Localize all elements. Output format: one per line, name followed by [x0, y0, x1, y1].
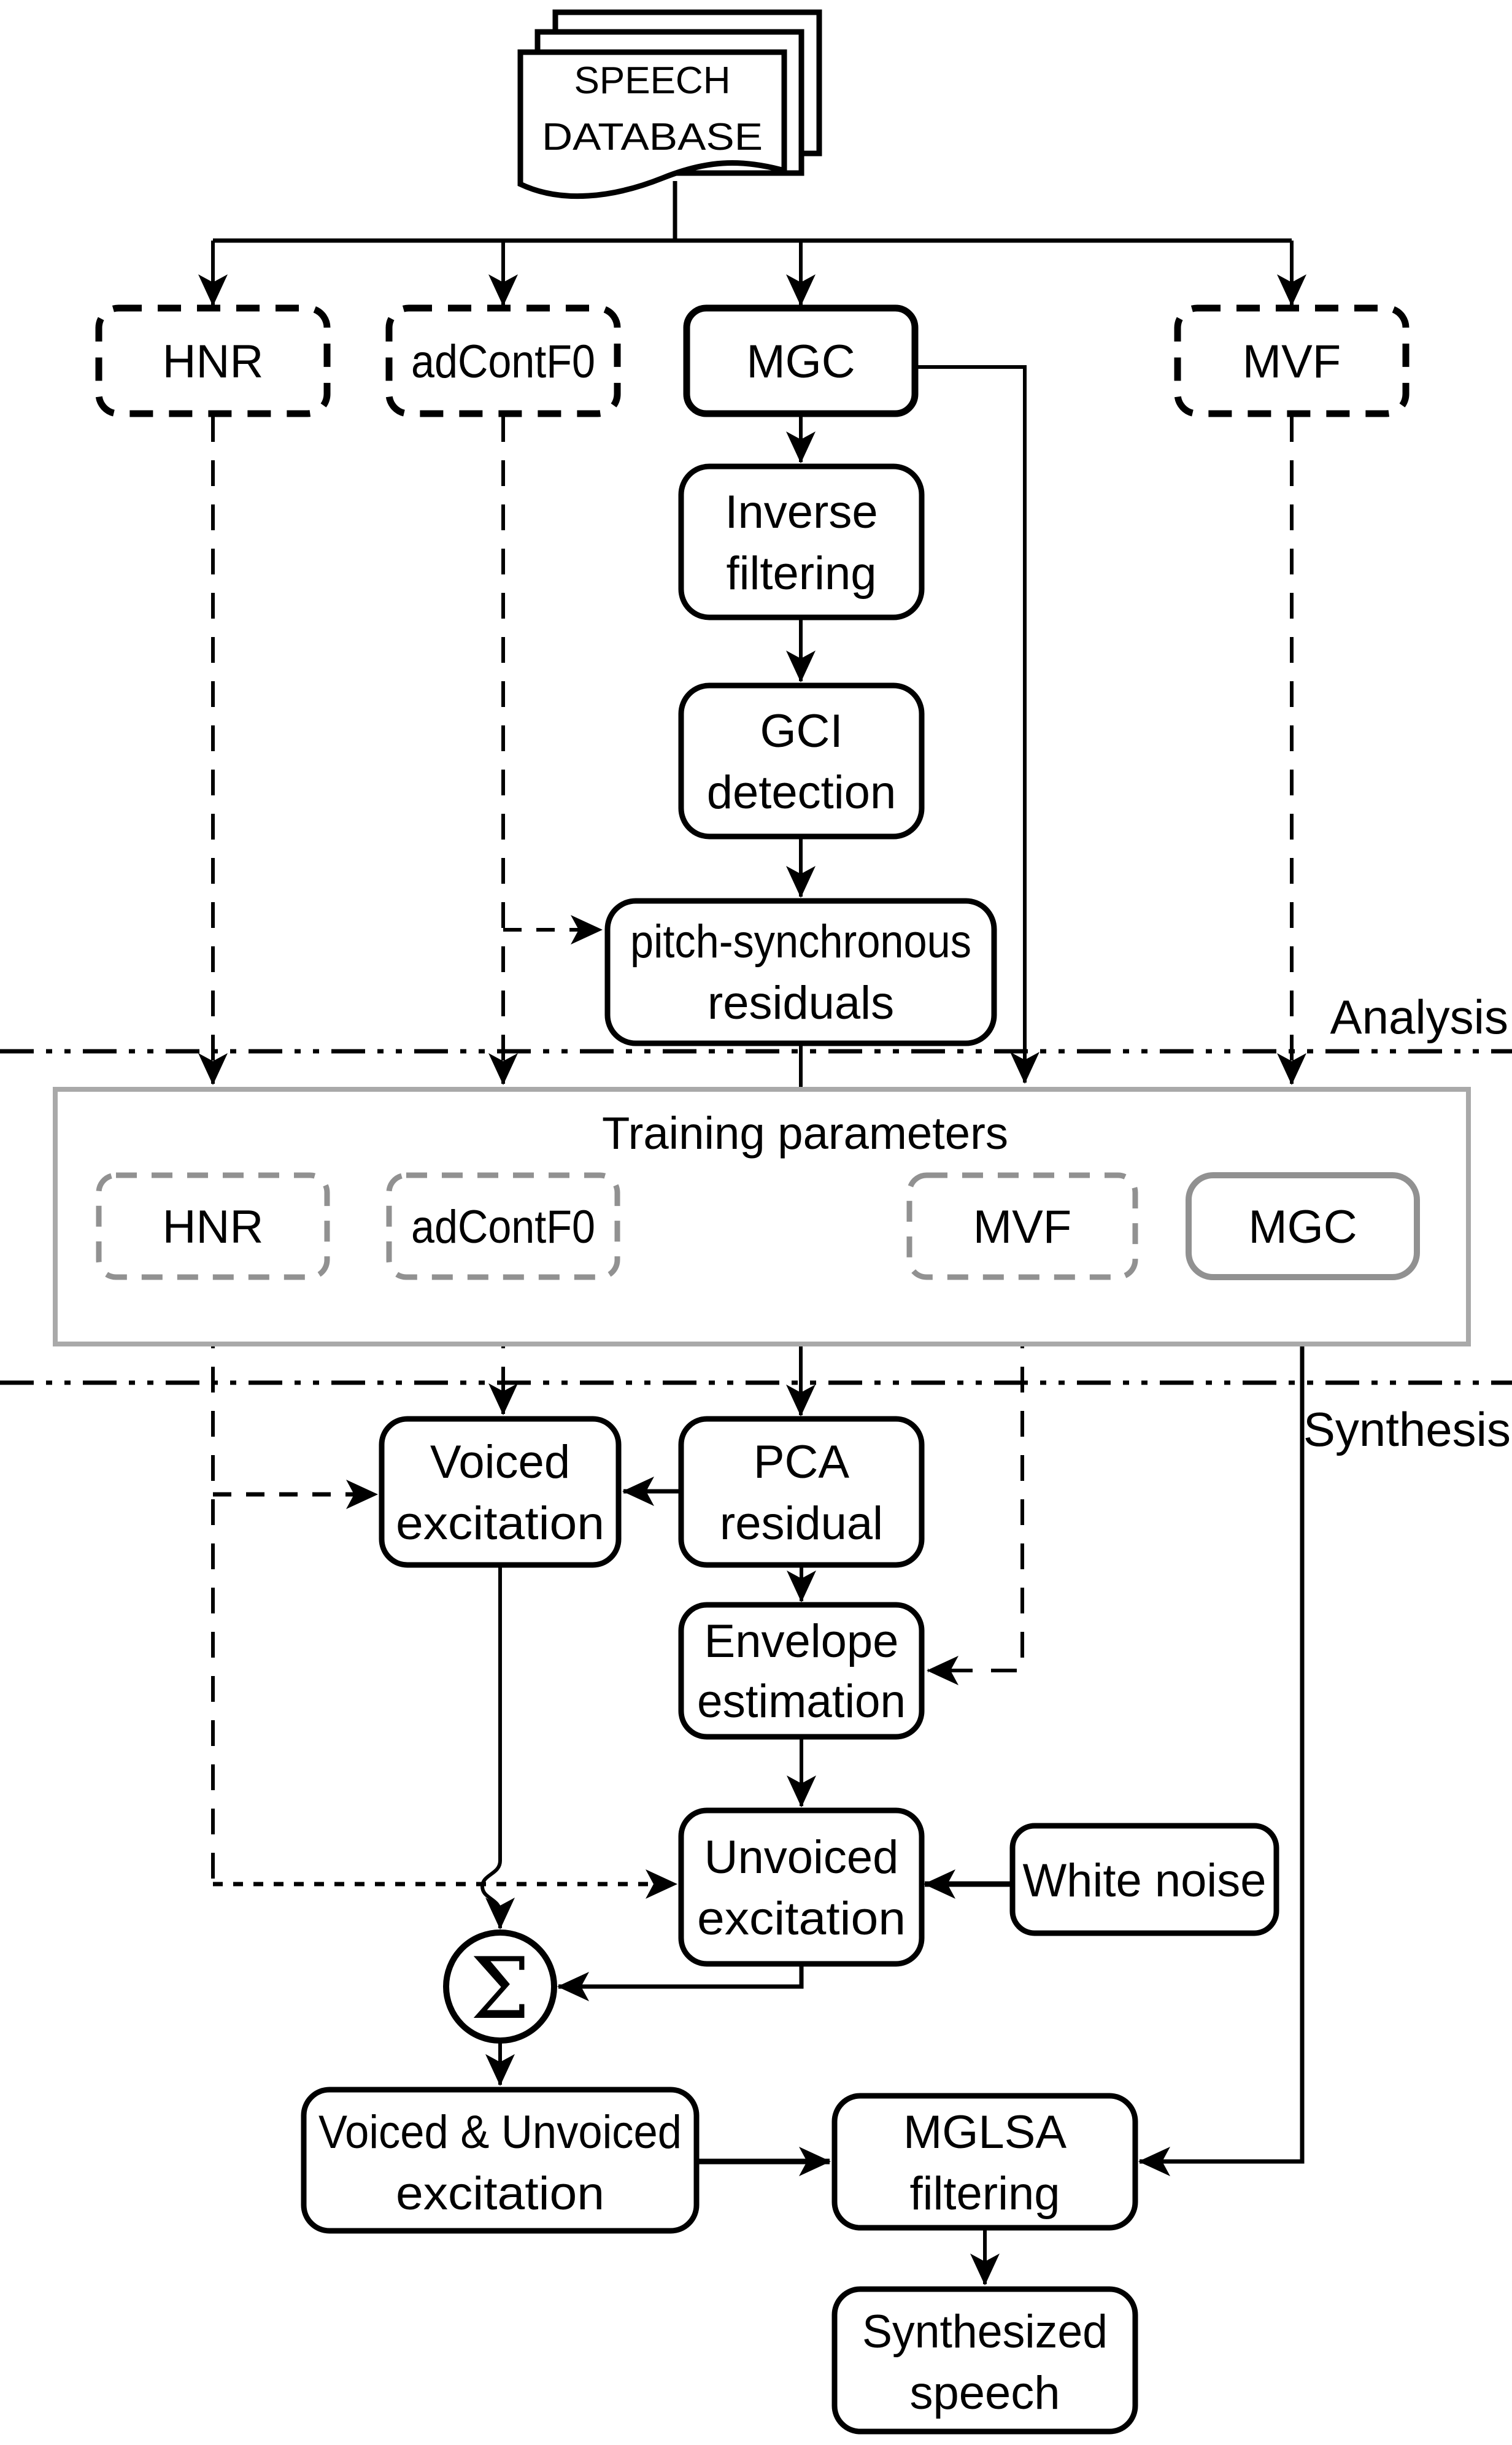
db-label-line1: SPEECH — [574, 60, 731, 102]
db-page-front — [517, 49, 787, 199]
synthesized-speech-label-line1: Synthesized — [862, 2306, 1108, 2358]
mvf-top-box — [1174, 304, 1410, 417]
mglsa-filtering-node: MGLSA filtering — [831, 2093, 1138, 2231]
inverse-filtering-box — [678, 463, 925, 620]
white-noise-node: White noise — [1009, 1823, 1279, 1936]
training-mgc-label: MGC — [1248, 1201, 1357, 1253]
connector-mgc-to-mglsa — [1138, 1278, 1305, 2176]
training-mgc-box — [1186, 1172, 1420, 1280]
unvoiced-excitation-label-line1: Unvoiced — [704, 1831, 899, 1883]
training-mvf-node: MVF — [906, 1172, 1138, 1280]
dashed-mvf-to-envelope — [927, 1278, 1024, 1685]
residuals-label-line1: pitch-synchronous — [630, 916, 971, 968]
unvoiced-excitation-node: Unvoiced excitation — [678, 1807, 925, 1967]
mgc-top-box — [683, 304, 919, 417]
vu-excitation-box — [301, 2087, 700, 2234]
hnr-top-node: HNR — [95, 304, 331, 417]
mglsa-filtering-label-line2: filtering — [910, 2168, 1060, 2220]
pca-residual-label-line1: PCA — [754, 1436, 850, 1488]
inverse-filtering-label-line2: filtering — [727, 547, 877, 600]
gci-detection-label-line1: GCI — [760, 705, 843, 757]
envelope-estimation-node: Envelope estimation — [678, 1602, 925, 1740]
training-hnr-box — [96, 1172, 330, 1280]
hnr-top-box — [95, 304, 331, 417]
pca-residual-node: PCA residual — [678, 1416, 925, 1568]
voiced-excitation-box — [379, 1416, 622, 1568]
residuals-node: pitch-synchronous residuals — [604, 898, 997, 1046]
white-noise-label: White noise — [1022, 1855, 1266, 1907]
white-noise-box — [1009, 1823, 1279, 1936]
pca-residual-label-line2: residual — [720, 1497, 883, 1550]
training-parameters-title: Training parameters — [602, 1108, 1008, 1159]
gci-detection-box — [678, 682, 925, 840]
envelope-estimation-box — [678, 1602, 925, 1740]
synthesized-speech-box — [831, 2286, 1138, 2435]
speech-database-node: SPEECH DATABASE — [517, 9, 822, 199]
arrow-unvoiced-to-sum — [557, 1965, 804, 2001]
unvoiced-excitation-box — [678, 1807, 925, 1967]
training-hnr-node: HNR — [96, 1172, 330, 1280]
training-mvf-box — [906, 1172, 1138, 1280]
training-parameters-container: Training parameters HNR adContF0 MVF MGC — [53, 1087, 1471, 1346]
training-adcontf0-box — [386, 1172, 620, 1280]
vu-excitation-label-line1: Voiced & Unvoiced — [318, 2106, 682, 2158]
pca-residual-box — [678, 1416, 925, 1568]
vu-excitation-label-line2: excitation — [396, 2168, 604, 2220]
mvf-top-node: MVF — [1174, 304, 1410, 417]
residuals-box — [604, 898, 997, 1046]
envelope-estimation-label-line2: estimation — [697, 1675, 906, 1728]
mgc-top-label: MGC — [746, 336, 855, 388]
analysis-section-label: Analysis — [1330, 990, 1508, 1044]
synthesis-section-label: Synthesis — [1303, 1402, 1511, 1456]
sum-node: Σ — [443, 1929, 557, 2044]
mglsa-filtering-label-line1: MGLSA — [903, 2106, 1066, 2158]
mglsa-filtering-box — [831, 2093, 1138, 2231]
synthesized-speech-node: Synthesized speech — [831, 2286, 1138, 2435]
voiced-excitation-node: Voiced excitation — [379, 1416, 622, 1568]
sum-sigma-label: Σ — [470, 1939, 530, 2038]
adcontf0-top-label: adContF0 — [411, 336, 595, 388]
vu-excitation-node: Voiced & Unvoiced excitation — [301, 2087, 700, 2234]
training-adcontf0-node: adContF0 — [386, 1172, 620, 1280]
mgc-top-node: MGC — [683, 304, 919, 417]
arrow-voiced-to-sum — [480, 1566, 515, 1929]
hnr-top-label: HNR — [163, 336, 264, 388]
voiced-excitation-label-line2: excitation — [396, 1497, 604, 1550]
adcontf0-top-node: adContF0 — [385, 304, 621, 417]
training-adcontf0-label: adContF0 — [411, 1201, 595, 1253]
inverse-filtering-node: Inverse filtering — [678, 463, 925, 620]
mvf-top-label: MVF — [1243, 336, 1341, 388]
synthesized-speech-label-line2: speech — [909, 2367, 1060, 2419]
unvoiced-excitation-label-line2: excitation — [697, 1893, 906, 1945]
voiced-excitation-label-line1: Voiced — [430, 1436, 570, 1488]
db-label-line2: DATABASE — [542, 116, 763, 158]
connector-mgc-bypass — [915, 365, 1040, 1084]
envelope-estimation-label-line1: Envelope — [704, 1615, 899, 1667]
sum-circle — [443, 1929, 557, 2044]
residuals-label-line2: residuals — [708, 977, 894, 1029]
training-hnr-label: HNR — [163, 1201, 264, 1253]
connector-layer — [0, 181, 1512, 2285]
gci-detection-label-line2: detection — [707, 767, 896, 819]
inverse-filtering-label-line1: Inverse — [725, 486, 878, 538]
gci-detection-node: GCI detection — [678, 682, 925, 840]
training-mgc-node: MGC — [1186, 1172, 1420, 1280]
training-mvf-label: MVF — [973, 1201, 1071, 1253]
adcontf0-top-box — [385, 304, 621, 417]
